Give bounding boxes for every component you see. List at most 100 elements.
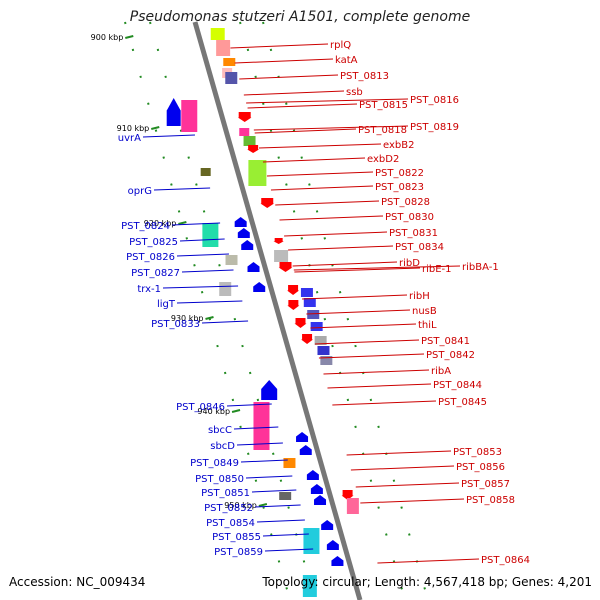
label-leader [233,426,279,430]
label-leader [234,58,334,64]
gene-label-pst-0851: PST_0851 [201,488,250,499]
gene-label-pst-0818: PST_0818 [358,125,407,136]
gene-label-pst-0856: PST_0856 [456,462,505,473]
label-leader [350,465,455,471]
tick-label: 930 kbp [171,314,204,323]
reverse-gene [166,98,181,126]
label-leader [262,157,366,163]
reverse-gene [299,445,312,455]
label-leader [293,265,461,271]
label-leader [162,285,239,289]
forward-gene [287,285,300,295]
tick-mark [231,409,241,413]
gene-label-pst-0849: PST_0849 [190,458,239,469]
gene-label-pst-0824: PST_0824 [121,221,170,232]
label-leader [226,403,272,407]
gene-box [223,58,236,66]
gene-label-pst-0854: PST_0854 [206,518,255,529]
label-leader [181,269,234,273]
tick-label: 910 kbp [117,124,150,133]
tick-label: 920 kbp [144,219,177,228]
reverse-gene [253,282,266,292]
label-leader [246,98,409,104]
label-leader [323,369,430,375]
gene-box [310,322,323,331]
gene-box [202,223,219,247]
label-leader [270,185,374,191]
reverse-gene [326,540,339,550]
forward-gene [294,318,307,328]
label-leader [240,459,288,463]
gene-label-oprg: oprG [128,186,152,197]
forward-gene [341,490,354,500]
gene-label-pst-0844: PST_0844 [433,380,482,391]
label-leader [243,90,345,96]
label-leader [201,320,249,324]
gene-label-ribh: ribH [409,291,430,302]
label-leader [355,482,460,488]
reverse-gene [306,470,319,480]
topology-text: Topology: circular; Length: 4,567,418 bp… [262,575,592,589]
gene-box [317,346,330,355]
gene-label-ribd: ribD [399,258,420,269]
label-leader [247,103,358,109]
label-leader [153,187,211,191]
tick-label: 900 kbp [91,33,124,42]
label-leader [245,475,293,479]
reverse-gene [296,432,309,442]
gene-label-nusb: nusB [412,306,437,317]
tick-label: 950 kbp [224,501,257,510]
gene-label-exbd2: exbD2 [367,154,399,165]
gene-label-pst-0827: PST_0827 [131,268,180,279]
gene-box [314,336,327,345]
gene-label-rplq: rplQ [330,40,351,51]
forward-gene [301,334,314,344]
label-leader [279,215,384,221]
gene-box [225,72,238,84]
reverse-gene [247,262,260,272]
gene-label-pst-0819: PST_0819 [410,122,459,133]
gene-box [210,28,225,40]
gene-box [225,255,238,265]
gene-box [307,310,320,319]
label-leader [266,171,374,177]
reverse-gene [310,484,323,494]
forward-gene [273,238,284,244]
label-leader [230,43,329,49]
forward-gene [237,112,252,122]
label-leader [236,442,283,446]
gene-label-ribba-1: ribBA-1 [462,262,499,273]
label-leader [318,353,425,359]
label-leader [251,489,297,493]
gene-label-pst-0850: PST_0850 [195,474,244,485]
label-leader [377,558,480,564]
gene-label-ribe-1: ribE-1 [422,264,452,275]
label-leader [314,339,420,345]
gene-box [200,168,211,176]
gene-label-riba: ribA [431,366,451,377]
gene-label-pst-0859: PST_0859 [214,547,263,558]
label-leader [264,548,314,552]
gene-box [300,288,313,297]
reverse-gene [314,495,327,505]
gene-label-pst-0834: PST_0834 [395,242,444,253]
gene-box [243,136,256,146]
label-leader [254,504,301,508]
gene-label-pst-0846: PST_0846 [176,402,225,413]
gene-box [303,298,316,307]
reverse-gene [321,520,334,530]
reverse-gene [237,228,250,238]
gene-box [181,100,198,132]
accession-text: Accession: NC_009434 [9,575,146,589]
gene-label-pst-0813: PST_0813 [340,71,389,82]
label-leader [171,222,221,226]
label-leader [239,74,339,80]
label-leader [346,450,452,456]
label-leader [275,200,380,206]
gene-label-sbcd: sbcD [210,441,235,452]
gene-box [303,528,320,554]
gene-label-uvra: uvrA [118,133,141,144]
gene-label-sbcc: sbcC [208,425,232,436]
label-leader [142,134,195,138]
tick-mark [125,35,134,39]
